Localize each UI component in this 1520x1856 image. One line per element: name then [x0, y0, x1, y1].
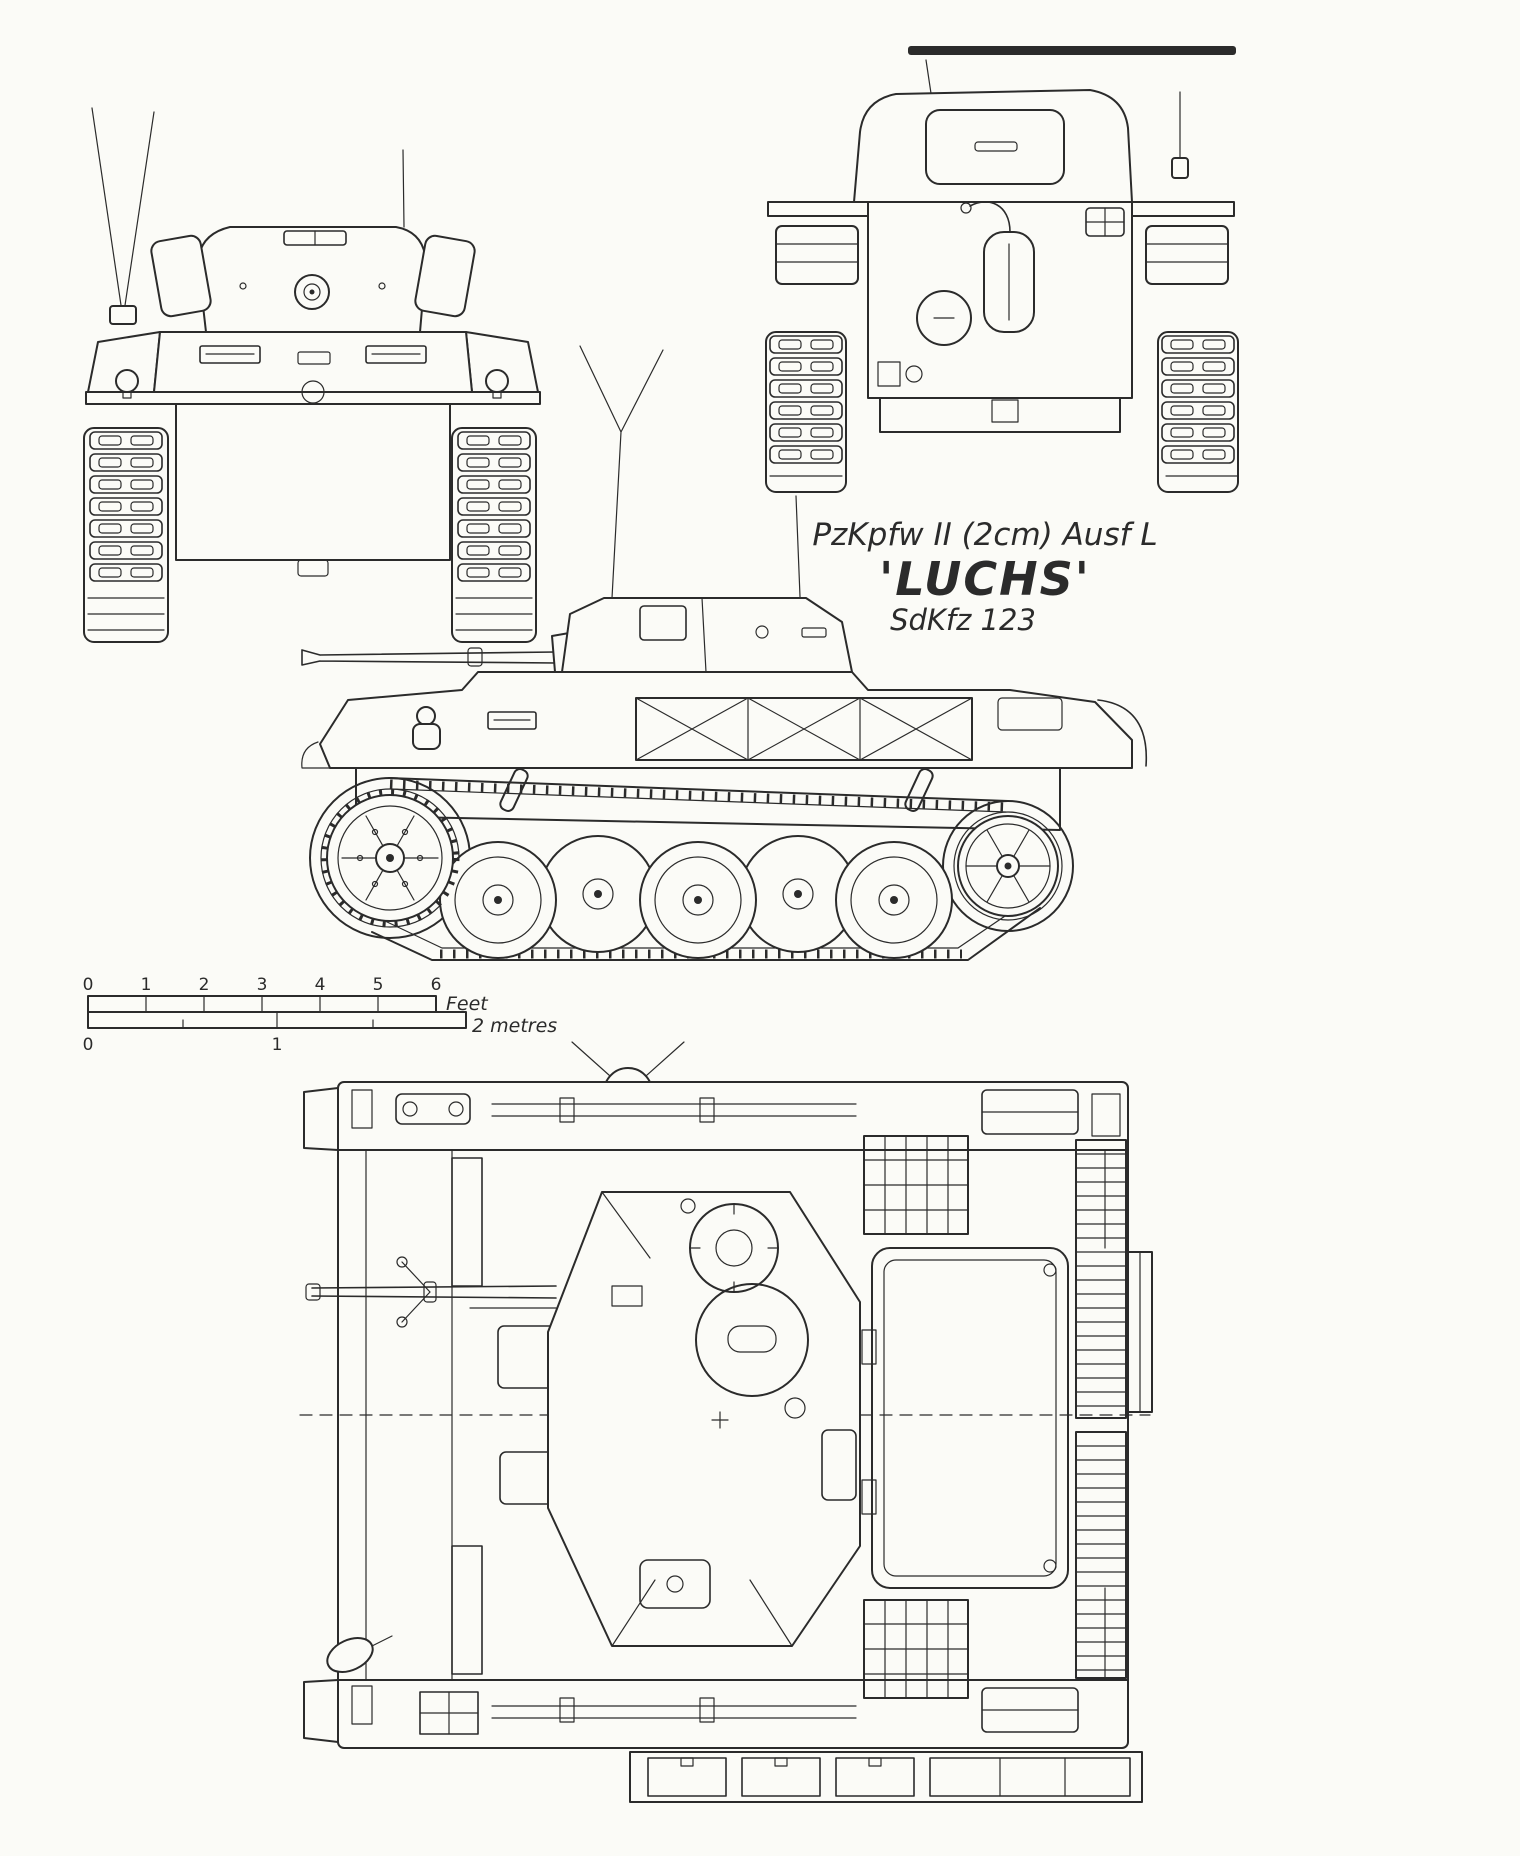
idler-wheel [957, 815, 1059, 917]
scale-bar-metres [87, 1011, 467, 1029]
rear-left-fender [767, 201, 869, 285]
rear-view [765, 46, 1239, 493]
top-turret [547, 1191, 861, 1647]
turret-hatch [695, 1283, 809, 1397]
front-vision-port [294, 274, 330, 310]
feet-tick-label: 0 [83, 975, 94, 995]
metre-tick-label: 0 [83, 1035, 94, 1055]
engine-hatch [861, 1247, 1069, 1589]
title-line1: PzKpfw II (2cm) Ausf L [812, 517, 1157, 553]
top-gun-barrel [305, 1256, 557, 1328]
front-headlight-right [485, 369, 509, 399]
front-turret-bin-right [414, 234, 476, 318]
side-driver-visor [487, 711, 537, 730]
rear-right-track [1157, 331, 1239, 493]
rear-hull-plate [867, 201, 1133, 433]
title-block: PzKpfw II (2cm) Ausf L 'LUCHS' SdKfz 123 [812, 517, 1157, 637]
louver-grille-top [1075, 1139, 1127, 1419]
horn [326, 1637, 374, 1673]
scale-bar-feet [87, 995, 437, 1013]
feet-tick-label: 3 [257, 975, 268, 995]
front-driver-visor [199, 345, 261, 364]
front-turret-bin-left [150, 234, 212, 318]
feet-tick-label: 5 [373, 975, 384, 995]
exhaust-muffler [960, 201, 1035, 333]
left-stowage-bin-b [451, 1545, 483, 1675]
side-view [301, 345, 1148, 961]
front-antenna-right [402, 149, 405, 228]
air-intake-grille-bottom [863, 1599, 969, 1699]
front-turret [150, 226, 476, 333]
metre-unit-label: 2 metres [472, 1015, 557, 1037]
front-hull [85, 331, 541, 577]
louver-grille-bottom [1075, 1431, 1127, 1679]
turret [561, 597, 853, 673]
front-radio-visor [365, 345, 427, 364]
page-rule-bar [908, 46, 1236, 55]
road-wheels [439, 835, 953, 959]
turret-floor-hatch [639, 1559, 711, 1609]
jack [395, 1093, 471, 1125]
rear-right-fender [1131, 201, 1235, 285]
road-wheel-outer [439, 841, 953, 959]
front-lower-plate [175, 403, 451, 561]
rear-left-track [765, 331, 847, 493]
feet-tick-label: 1 [141, 975, 152, 995]
rear-turret-bin [925, 109, 1065, 185]
rear-turret [853, 89, 1133, 203]
title-line2: 'LUCHS' [879, 552, 1091, 606]
engine-deck [861, 1135, 1153, 1699]
front-view [83, 107, 541, 643]
front-right-track [451, 427, 537, 643]
rear-antenna-right [1171, 91, 1189, 179]
front-fender [85, 391, 541, 405]
front-left-track [83, 427, 169, 643]
drive-sprocket [320, 788, 460, 928]
feet-unit-label: Feet [446, 993, 489, 1015]
air-intake-grille-top [863, 1135, 969, 1235]
side-headlamp [412, 706, 441, 750]
road-wheel-inner [539, 835, 857, 953]
scale-bar: 0 1 2 3 4 5 6 Feet 0 1 2 metres [83, 975, 558, 1055]
stowage-boxes [629, 1751, 1143, 1803]
front-antenna-left [91, 107, 155, 325]
metre-tick-label: 1 [272, 1035, 283, 1055]
fender-stowage-bottom [351, 1685, 1079, 1735]
front-headlight-left [115, 369, 139, 399]
feet-tick-label: 6 [431, 975, 442, 995]
feet-tick-label: 4 [315, 975, 326, 995]
stowage-rack [635, 697, 973, 761]
turret-rear-bin [821, 1429, 857, 1501]
rear-access-plate [916, 290, 972, 346]
feet-tick-label: 2 [199, 975, 210, 995]
title-line3: SdKfz 123 [890, 603, 1036, 637]
fender-stowage-top [351, 1089, 1121, 1137]
hull [301, 671, 1148, 831]
top-view [299, 1041, 1153, 1803]
